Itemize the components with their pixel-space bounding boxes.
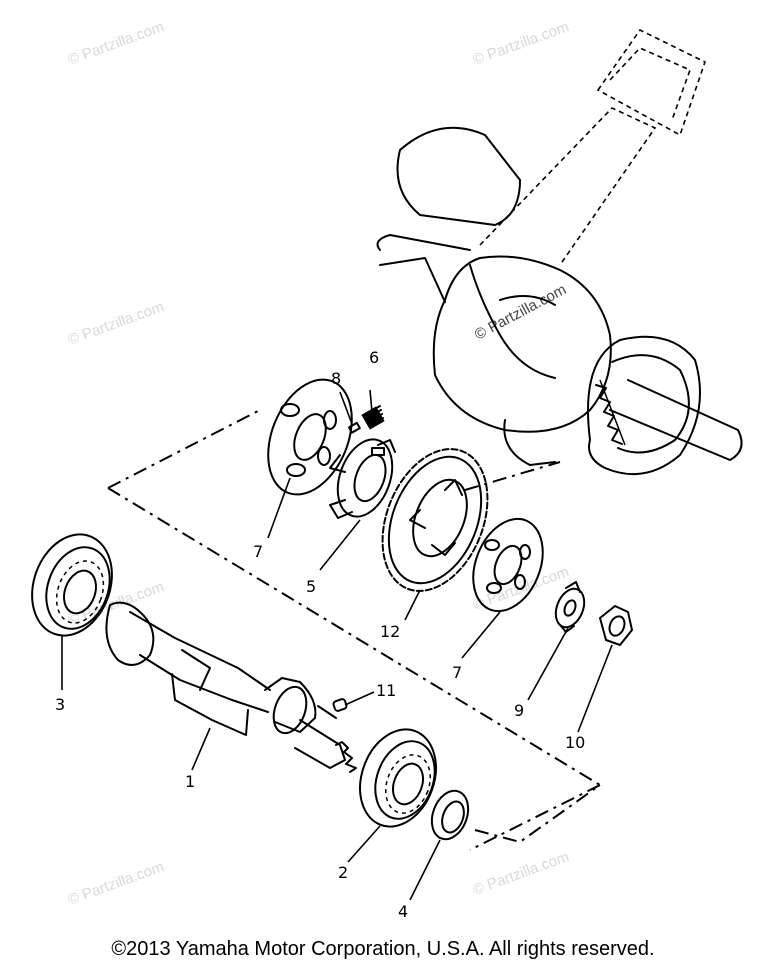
damper-spring [361,405,385,430]
bearing-left [31,533,113,637]
bearing-right [359,728,437,828]
callout-1: 1 [185,772,195,791]
callout-7-upper: 7 [253,542,263,561]
copyright-notice: ©2013 Yamaha Motor Corporation, U.S.A. A… [111,938,655,960]
callout-9: 9 [514,701,524,720]
callout-12: 12 [380,622,400,641]
callout-8: 8 [331,369,341,388]
callout-10: 10 [565,733,585,752]
callout-leader-lines [61,389,613,901]
watermark: © Partzilla.com [66,858,167,909]
assembly-guide-lines [107,409,601,851]
pin [348,421,361,434]
callout-4: 4 [398,902,408,921]
watermark: © Partzilla.com [472,281,569,343]
callout-7-lower: 7 [452,663,462,682]
balancer-shaft [105,601,357,773]
watermark: © Partzilla.com [471,18,572,69]
callout-3: 3 [55,695,65,714]
watermark: © Partzilla.com [66,298,167,349]
balancer-plate-lower [472,517,544,613]
balancer-driven-gear [381,448,489,592]
woodruff-key [332,698,348,712]
damper-hub [329,438,396,519]
callout-labels: 6 8 7 5 12 7 9 10 3 1 11 2 4 [55,348,585,921]
lock-washer [554,581,586,633]
watermark: © Partzilla.com [66,18,167,69]
oil-seal [430,789,470,841]
watermark-layer: © Partzilla.com © Partzilla.com © Partzi… [66,18,572,909]
callout-5: 5 [306,577,316,596]
callout-11: 11 [376,681,396,700]
balancer-plate-upper [267,378,353,496]
callout-6: 6 [369,348,379,367]
callout-2: 2 [338,863,348,882]
nut [599,605,633,646]
watermark: © Partzilla.com [471,848,572,899]
crankshaft-assembly-phantom [376,28,743,476]
